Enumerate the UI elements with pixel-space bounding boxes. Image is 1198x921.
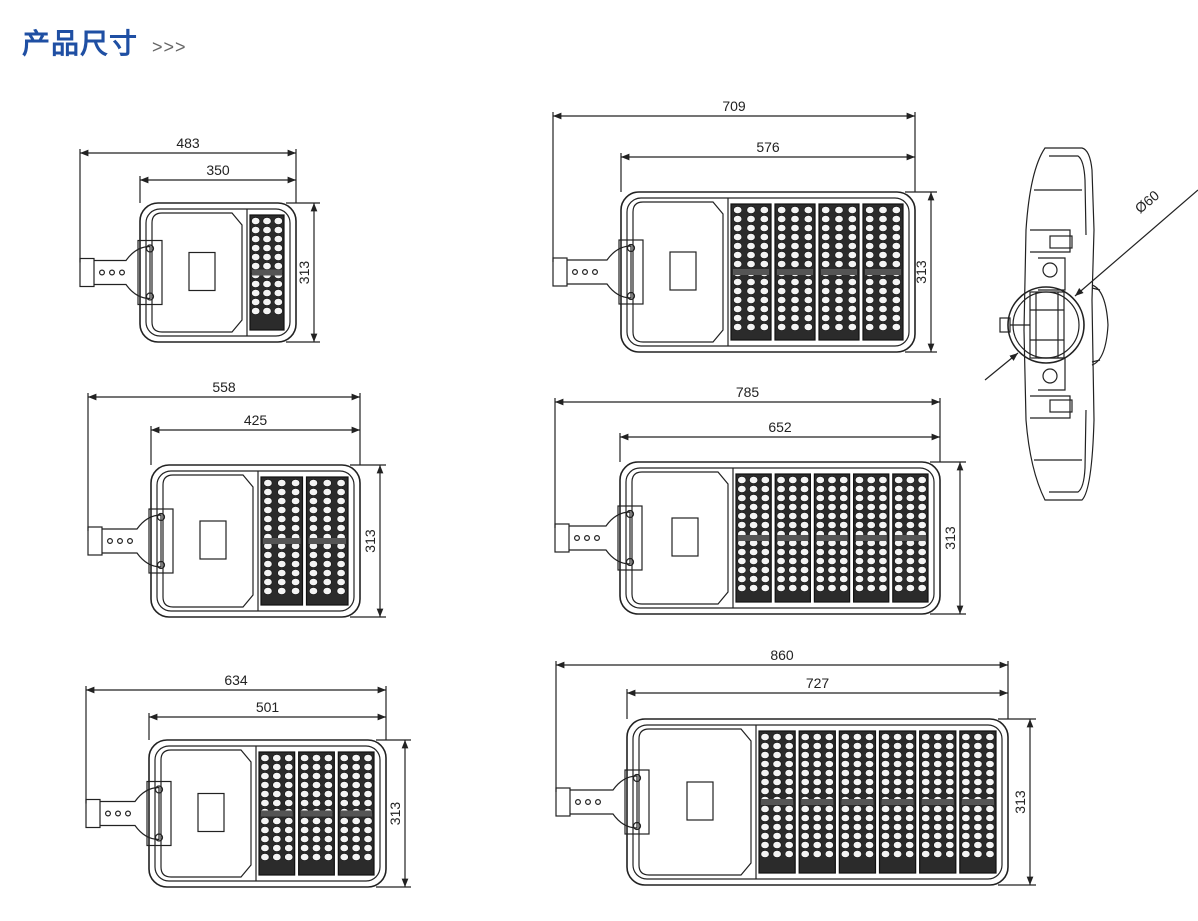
overall-width-label: 558 (212, 379, 236, 395)
section-header: 产品尺寸 >>> (22, 22, 187, 62)
diameter-label: Ø60 (1132, 187, 1163, 216)
lamp-6: 860 727 313 (555, 647, 1036, 886)
body-width-label: 576 (756, 139, 780, 155)
body-width-label: 350 (206, 162, 230, 178)
body-width-label: 501 (256, 699, 280, 715)
height-label: 313 (913, 260, 929, 284)
overall-width-label: 483 (176, 135, 200, 151)
body-width-label: 727 (806, 675, 830, 691)
height-label: 313 (296, 261, 312, 285)
overall-width-label: 634 (224, 672, 248, 688)
overall-width-label: 860 (770, 647, 794, 663)
lamp-1: 483 350 313 (79, 135, 320, 343)
side-view (984, 147, 1198, 501)
height-label: 313 (387, 802, 403, 826)
body-width-label: 425 (244, 412, 268, 428)
height-label: 313 (942, 526, 958, 550)
lamp-4: 785 652 313 (554, 384, 966, 615)
lamp-5: 634 501 313 (85, 672, 411, 888)
overall-width-label: 709 (722, 98, 746, 114)
lamp-3: 558 425 313 (87, 379, 386, 618)
body-width-label: 652 (768, 419, 792, 435)
lamp-2: 709 576 313 (552, 98, 937, 353)
height-label: 313 (1012, 790, 1028, 814)
overall-width-label: 785 (736, 384, 760, 400)
section-arrows: >>> (152, 37, 187, 57)
section-title: 产品尺寸 (22, 27, 139, 60)
height-label: 313 (362, 529, 378, 553)
